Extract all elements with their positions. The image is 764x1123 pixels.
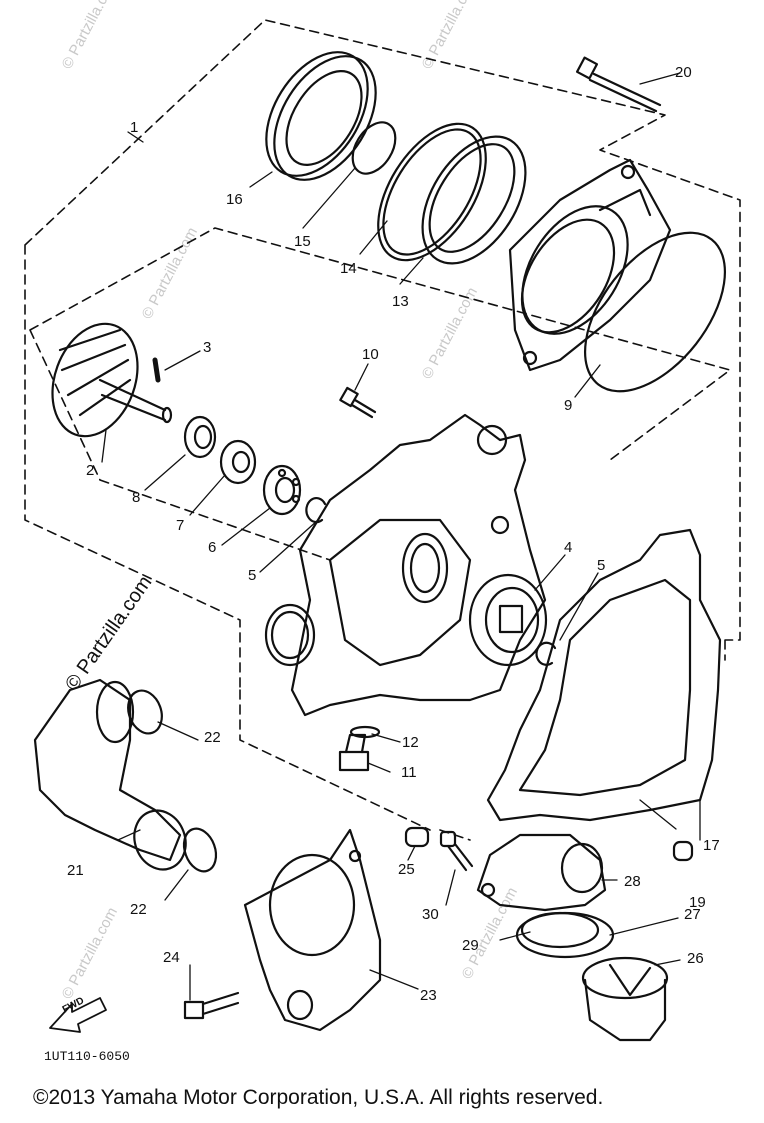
callout-29: 29 bbox=[462, 937, 479, 954]
callout-25: 25 bbox=[398, 861, 415, 878]
part-29-gasket bbox=[520, 911, 600, 949]
part-9-oring bbox=[583, 231, 727, 393]
callout-12: 12 bbox=[402, 734, 419, 751]
part-17-gasket-inner bbox=[518, 578, 692, 797]
part-11-drain-bolt bbox=[338, 733, 370, 772]
watermark-text: © Partzilla.com bbox=[139, 225, 201, 322]
callout-30: 30 bbox=[422, 906, 439, 923]
watermark-text: © Partzilla.com bbox=[59, 905, 121, 1002]
water-pump-housing bbox=[290, 413, 547, 717]
callout-5-left: 5 bbox=[248, 567, 257, 584]
callout-17: 17 bbox=[703, 837, 720, 854]
part-6-bearing bbox=[262, 464, 302, 516]
callout-28: 28 bbox=[624, 873, 641, 890]
callout-8: 8 bbox=[132, 489, 141, 506]
callout-13: 13 bbox=[392, 293, 409, 310]
callout-23: 23 bbox=[420, 987, 437, 1004]
part-28-thermostat-cover bbox=[476, 833, 607, 912]
callout-26: 26 bbox=[687, 950, 704, 967]
copyright-text: ©2013 Yamaha Motor Corporation, U.S.A. A… bbox=[33, 1086, 604, 1109]
part-8-seal bbox=[183, 415, 217, 459]
callout-10: 10 bbox=[362, 346, 379, 363]
callout-4: 4 bbox=[564, 539, 573, 556]
callout-14: 14 bbox=[340, 260, 357, 277]
part-24-bolt bbox=[183, 991, 240, 1020]
callout-2: 2 bbox=[86, 462, 95, 479]
watermark-dark-text: © Partzilla.com bbox=[61, 572, 156, 695]
part-16-oil-seal bbox=[265, 51, 377, 181]
part-10-bolt bbox=[339, 386, 377, 419]
part-13-ring-inner bbox=[428, 143, 516, 253]
inner-outline bbox=[29, 227, 731, 841]
pump-inlet-pipe bbox=[264, 603, 316, 667]
callout-24: 24 bbox=[163, 949, 180, 966]
pump-cover bbox=[508, 158, 672, 372]
part-13-ring bbox=[421, 135, 527, 265]
callout-20: 20 bbox=[675, 64, 692, 81]
callout-16: 16 bbox=[226, 191, 243, 208]
callout-21: 21 bbox=[67, 862, 84, 879]
callout-5-right: 5 bbox=[597, 557, 606, 574]
callout-9: 9 bbox=[564, 397, 573, 414]
part-20-bolt bbox=[575, 56, 662, 113]
part-7-seal bbox=[219, 439, 257, 485]
callout-27: 27 bbox=[684, 906, 701, 923]
part-25-collar bbox=[404, 826, 430, 848]
callout-11: 11 bbox=[401, 764, 417, 781]
callout-7: 7 bbox=[176, 517, 185, 534]
part-15-disc bbox=[351, 121, 397, 175]
part-19-plug bbox=[672, 840, 694, 862]
fwd-arrow-icon bbox=[49, 997, 107, 1033]
callout-1: 1 bbox=[130, 119, 139, 136]
part-12-washer bbox=[349, 725, 381, 739]
callout-22-lower: 22 bbox=[130, 901, 147, 918]
watermark-text: © Partzilla.com bbox=[59, 0, 121, 72]
part-3-pin bbox=[152, 357, 161, 383]
part-22-oring-lower bbox=[182, 827, 218, 873]
callout-15: 15 bbox=[294, 233, 311, 250]
watermark-text: © Partzilla.com bbox=[419, 0, 481, 72]
watermark-text: © Partzilla.com bbox=[419, 285, 481, 382]
part-23-thermostat-housing bbox=[243, 828, 382, 1032]
callout-3: 3 bbox=[203, 339, 212, 356]
leader-lines bbox=[101, 72, 701, 1001]
callout-19: 19 bbox=[689, 894, 706, 911]
diagram-code: 1UT110-6050 bbox=[44, 1049, 130, 1064]
part-4-gear bbox=[468, 573, 548, 667]
part-26-thermostat bbox=[581, 956, 669, 1042]
part-21-elbow-pipe bbox=[33, 678, 187, 871]
assembly-outline bbox=[24, 19, 741, 691]
part-14-oring bbox=[377, 122, 487, 262]
part-30-bolt bbox=[439, 830, 474, 872]
callout-6: 6 bbox=[208, 539, 217, 556]
part-2-impeller bbox=[51, 322, 173, 438]
part-5-circlip bbox=[305, 497, 327, 524]
callout-22-upper: 22 bbox=[204, 729, 221, 746]
part-17-gasket bbox=[486, 528, 722, 822]
part-14-oring-inner bbox=[382, 128, 482, 256]
